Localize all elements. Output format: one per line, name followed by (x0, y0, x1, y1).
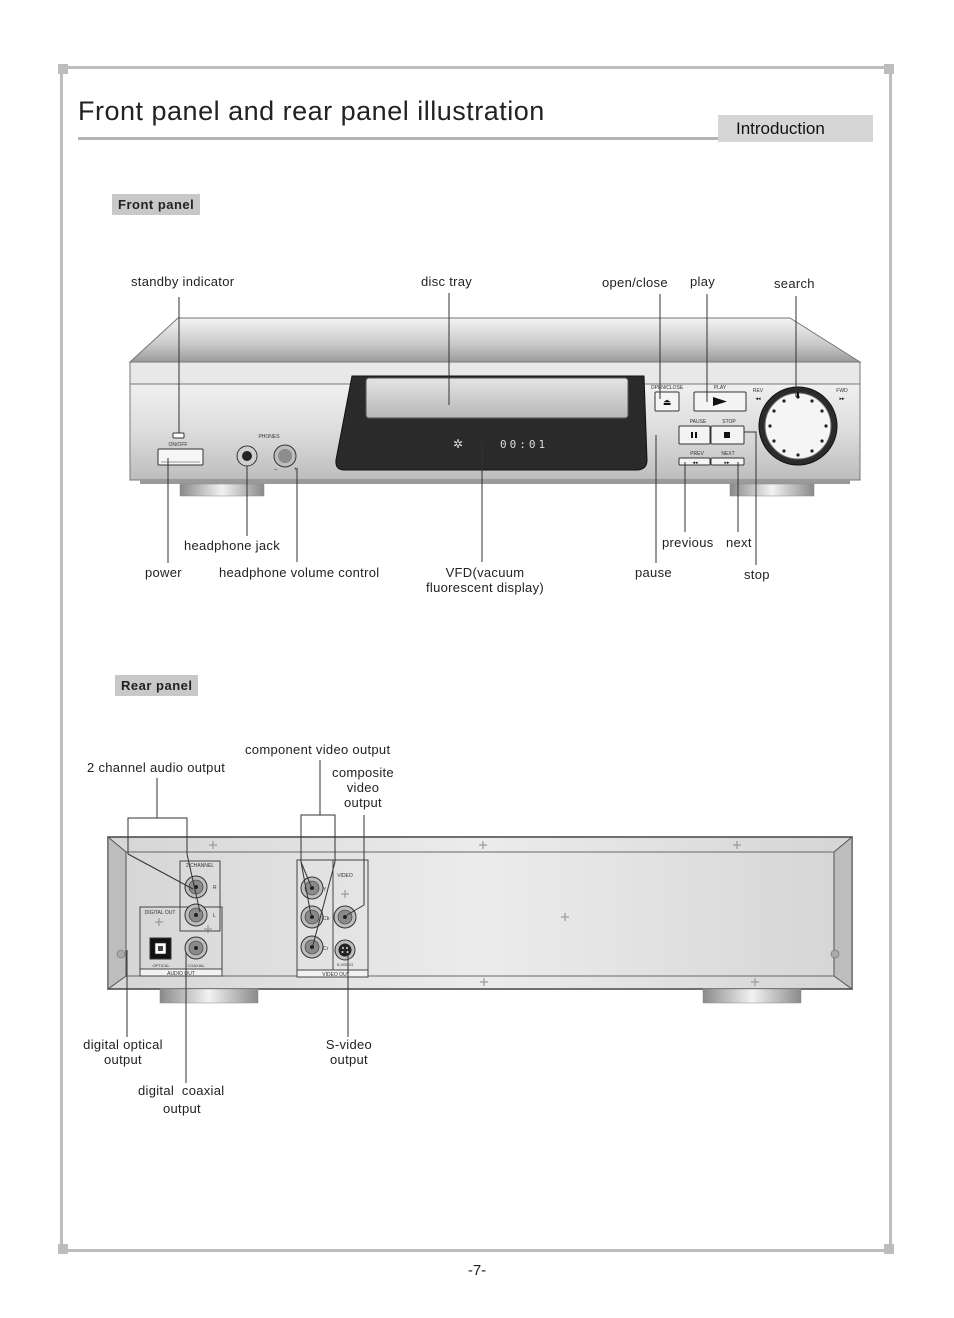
callout-play: play (690, 274, 716, 289)
callout-vfd-line2: fluorescent display) (426, 580, 544, 595)
frame-corner (58, 1244, 68, 1254)
callout-digital-optical-line1: digital optical (83, 1037, 163, 1052)
rewind-icon: ◂◂ (755, 396, 761, 402)
callout-digital-optical-line2: output (104, 1052, 142, 1067)
callout-digital-coaxial-line2: output (163, 1101, 201, 1116)
callout-component-video: component video output (245, 742, 391, 757)
callout-s-video-line2: output (330, 1052, 368, 1067)
rear-panel-heading: Rear panel (115, 675, 199, 696)
power-button[interactable] (157, 448, 204, 466)
callout-composite-line2: video (346, 780, 380, 795)
callout-next: next (726, 535, 752, 550)
screws (116, 949, 840, 959)
skip-forward-icon: ▸▸ (724, 460, 730, 466)
audio-l-jack[interactable] (184, 903, 208, 927)
callout-composite-video: composite video output (313, 765, 413, 810)
callout-previous: previous (662, 535, 714, 550)
svg-text:–: – (274, 467, 278, 473)
l-label: L (213, 913, 216, 919)
audio-r-jack[interactable] (184, 875, 208, 899)
front-panel-device: ON/OFF PHONES – + ✲ 00:01 OPEN/CLOSE ⏏ P… (128, 317, 862, 497)
audio-out-label: AUDIO OUT (167, 971, 195, 977)
callout-standby-indicator: standby indicator (131, 274, 235, 289)
callout-stop: stop (744, 567, 770, 582)
callout-s-video-line1: S-video (325, 1037, 373, 1052)
page-title: Front panel and rear panel illustration (78, 96, 545, 126)
pause-icon (691, 432, 693, 438)
page-number: -7- (467, 1262, 487, 1279)
callout-vfd-line1: VFD(vacuum (445, 565, 525, 580)
dial-dots (768, 395, 828, 457)
front-panel-heading: Front panel (112, 194, 201, 215)
callout-headphone-jack: headphone jack (184, 538, 280, 553)
prev-label: PREV (690, 451, 704, 457)
video-out-label: VIDEO OUT (322, 972, 350, 978)
callout-headphone-volume: headphone volume control (219, 565, 380, 580)
open-close-button[interactable] (654, 391, 680, 412)
stop-icon (724, 432, 730, 438)
s-video-label: S-VIDEO (337, 962, 353, 967)
play-icon (713, 397, 727, 406)
next-button[interactable] (710, 457, 745, 466)
callout-vfd: VFD(vacuum fluorescent display) (405, 565, 565, 595)
r-label: R (213, 885, 217, 891)
callout-two-channel-audio: 2 channel audio output (87, 760, 226, 775)
callout-composite-line3: output (344, 795, 382, 810)
optical-port[interactable] (149, 937, 172, 960)
frame-corner (884, 1244, 894, 1254)
vfd-readout: 00:01 (500, 438, 548, 451)
callout-power: power (145, 565, 182, 580)
open-close-label: OPEN/CLOSE (651, 385, 684, 391)
cb-label: Cb (323, 916, 330, 922)
component-cr-jack[interactable] (300, 935, 324, 959)
svg-text:+: + (294, 467, 298, 473)
section-tag: Introduction (736, 119, 825, 138)
play-label: PLAY (714, 385, 727, 391)
cr-label: Cr (323, 946, 329, 952)
callout-digital-optical: digital optical output (73, 1037, 173, 1067)
frame-corner (58, 64, 68, 74)
digital-out-label: DIGITAL OUT (145, 910, 176, 916)
disc-icon: ✲ (453, 437, 463, 451)
rev-label: REV (753, 388, 764, 394)
on-off-label: ON/OFF (169, 442, 188, 448)
fast-forward-icon: ▸▸ (839, 396, 845, 402)
stop-label: STOP (722, 419, 736, 425)
callout-disc-tray: disc tray (421, 274, 473, 289)
title-rule (78, 137, 718, 140)
rear-panel-device: 2 CHANNEL DIGITAL OUT AUDIO OUT OPTICAL … (107, 835, 853, 1004)
coaxial-label: COAXIAL (187, 963, 205, 968)
pause-button[interactable] (678, 425, 711, 445)
section-tag-box (718, 115, 873, 142)
disc-tray[interactable] (365, 377, 629, 419)
front-callout-lines (167, 293, 797, 565)
pause-label: PAUSE (690, 419, 707, 425)
coaxial-jack[interactable] (184, 936, 208, 960)
standby-led (172, 432, 185, 439)
optical-label: OPTICAL (152, 963, 170, 968)
screw-crosses (155, 841, 759, 986)
two-channel-label: 2 CHANNEL (186, 863, 214, 869)
callout-s-video: S-video output (304, 1037, 394, 1067)
phones-label: PHONES (258, 434, 280, 440)
skip-back-icon: ◂◂ (692, 460, 698, 466)
composite-video-jack[interactable] (333, 905, 357, 929)
next-label: NEXT (721, 451, 734, 457)
callout-pause: pause (635, 565, 672, 580)
component-cb-jack[interactable] (300, 905, 324, 929)
rear-callout-lines (126, 760, 365, 1083)
callout-open-close: open/close (602, 275, 668, 290)
eject-icon: ⏏ (663, 398, 672, 408)
callout-digital-coaxial-line1: digital coaxial (138, 1083, 225, 1098)
prev-button[interactable] (678, 457, 711, 466)
page-frame (60, 66, 892, 1252)
callout-search: search (774, 276, 815, 291)
callout-composite-line1: composite (332, 765, 394, 780)
video-label: VIDEO (337, 873, 353, 879)
fwd-label: FWD (836, 388, 848, 394)
s-video-jack[interactable] (334, 939, 356, 961)
frame-corner (884, 64, 894, 74)
y-label: Y (323, 887, 327, 893)
